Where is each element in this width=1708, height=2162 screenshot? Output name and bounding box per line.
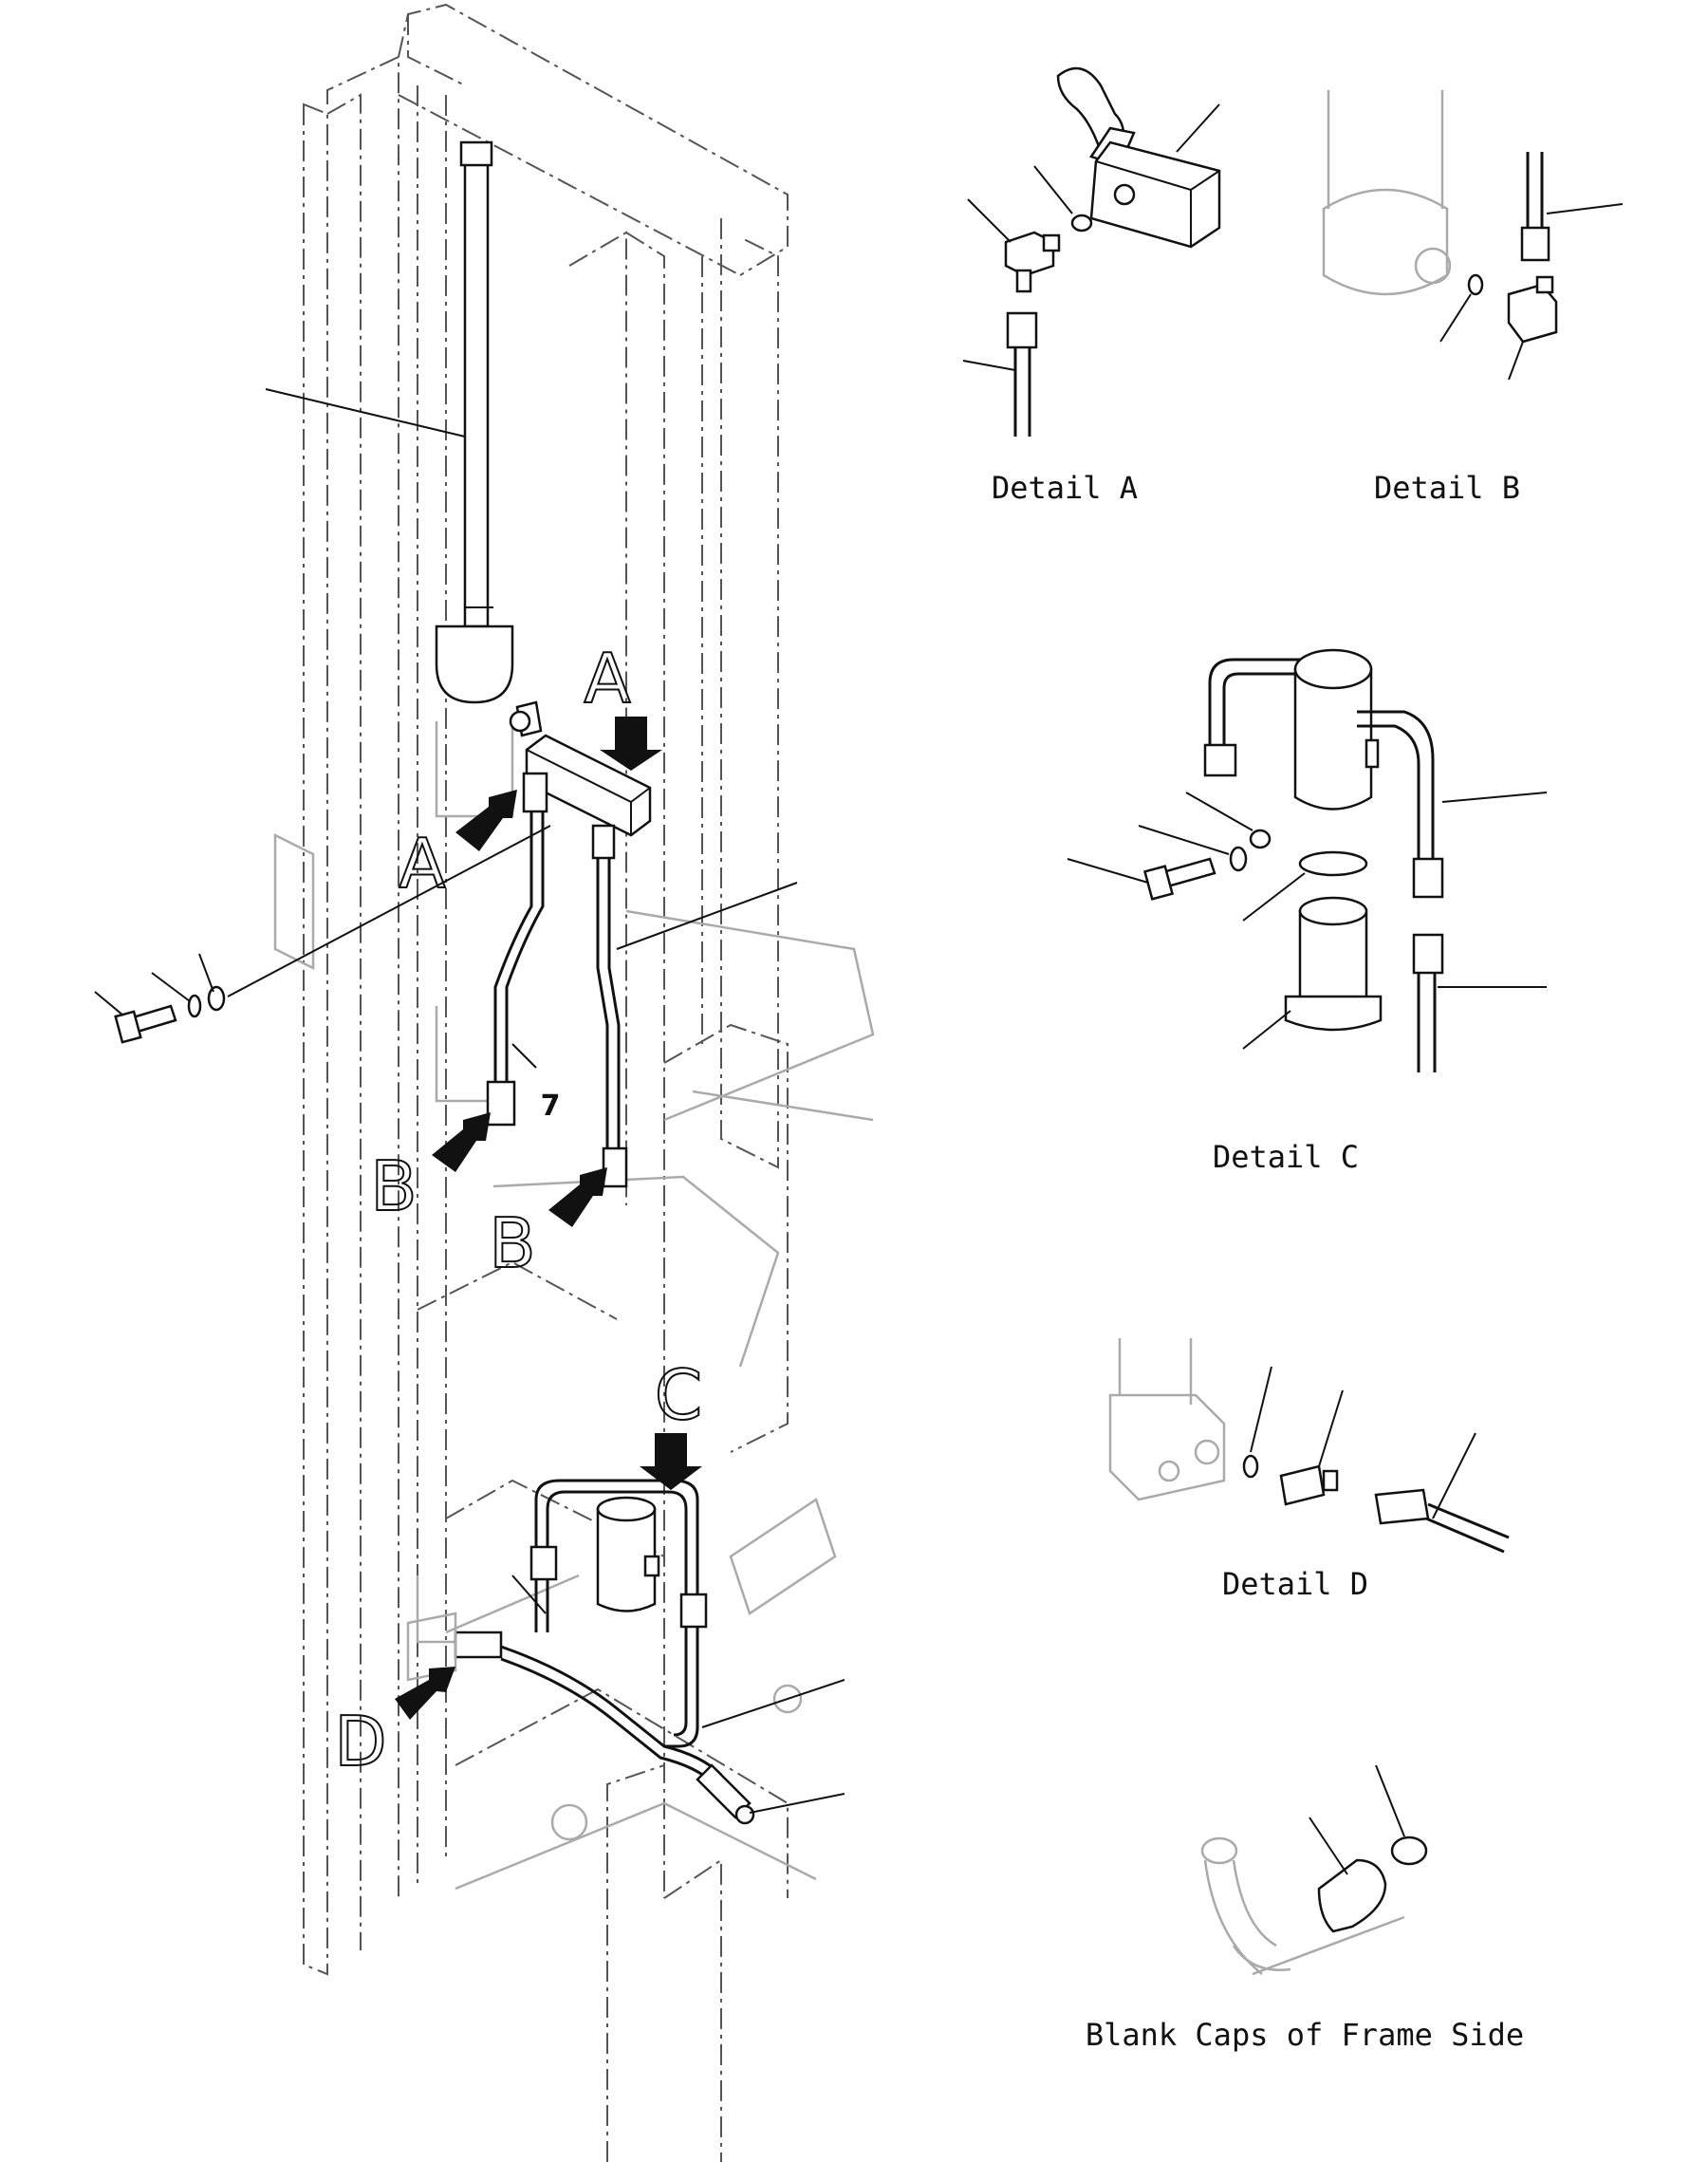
- view-letters: A A B B C D: [333, 638, 703, 1782]
- detail-c-label: Detail C: [1213, 1139, 1359, 1175]
- detail-d-label: Detail D: [1222, 1566, 1368, 1602]
- callout-number: 7: [541, 1090, 561, 1123]
- hoses-lower: [406, 1612, 755, 1825]
- view-arrows: [395, 717, 702, 1720]
- detail-b: [1322, 90, 1624, 381]
- mast-frame: [303, 3, 789, 2162]
- connection-block: [509, 700, 652, 837]
- bolt-washer-group: [94, 825, 551, 1044]
- view-letter-b-mid: B: [489, 1203, 535, 1283]
- detail-a-label: Detail A: [992, 470, 1138, 506]
- pipe-loop: [529, 1479, 708, 1748]
- blank-caps: [1200, 1764, 1428, 1976]
- detail-b-label: Detail B: [1374, 470, 1520, 506]
- detail-d: [1108, 1338, 1510, 1554]
- view-letter-d: D: [334, 1702, 386, 1781]
- hoses-upper: [486, 772, 628, 1188]
- view-letter-c: C: [655, 1355, 702, 1435]
- detail-c: [1067, 648, 1548, 1072]
- view-letter-a-left: A: [399, 824, 445, 904]
- view-letter-a-top: A: [584, 639, 630, 718]
- leader-lines: [265, 388, 845, 1814]
- view-letter-b-left: B: [370, 1146, 417, 1226]
- detail-a: [962, 66, 1221, 437]
- blank-caps-label: Blank Caps of Frame Side: [1086, 2017, 1524, 2053]
